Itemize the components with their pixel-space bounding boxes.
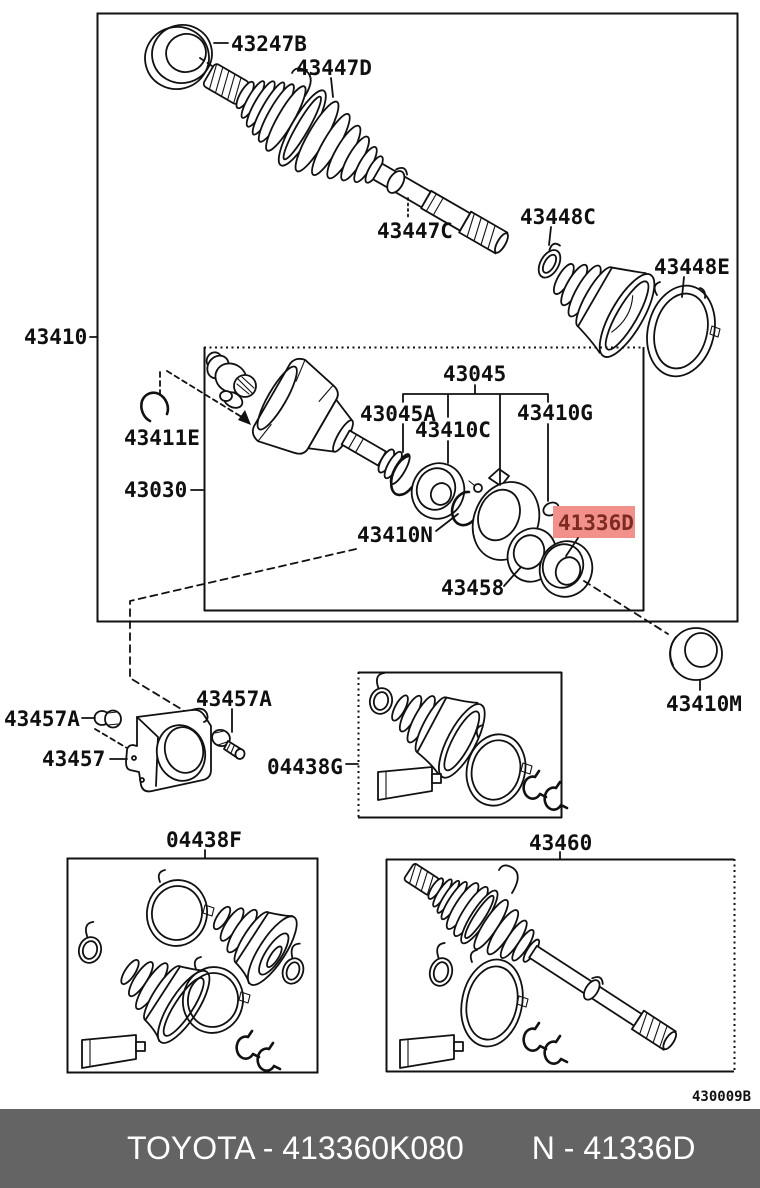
boot-clamp-ring-43448E (646, 281, 721, 378)
boot-kit-box-04438G (357, 671, 563, 819)
kit-43460-clamp-ring (460, 949, 529, 1048)
callout-43411E[interactable]: 43411E (124, 426, 200, 450)
footer-bar: TOYOTA - 413360K080 N - 41336D (0, 1109, 760, 1188)
snap-ring-43045A (389, 454, 414, 497)
kit-F-clips (235, 1029, 282, 1072)
kit-G-clamp-ring (465, 724, 533, 807)
callout-43458[interactable]: 43458 (441, 576, 504, 600)
kit-G-grease-tube (377, 766, 442, 801)
callout-43410C[interactable]: 43410C (415, 418, 491, 442)
inboard-joint-housing (251, 357, 411, 485)
dust-cover-43410M (669, 627, 723, 681)
kit-F-clamp-ring-2 (182, 956, 251, 1034)
callout-43410[interactable]: 43410 (24, 325, 87, 349)
dashed-leader-to-43410M (583, 580, 669, 635)
bracket-43045 (402, 384, 549, 502)
footer-reference-number: N - 41336D (531, 1130, 696, 1166)
leader-43448E (681, 276, 685, 298)
callout-43447D[interactable]: 43447D (296, 56, 372, 80)
bearing-bracket-43457 (125, 707, 212, 793)
kit-43460-small-clamp (428, 942, 454, 987)
callout-43045A[interactable]: 43045A (360, 402, 436, 426)
leader-43447D (330, 77, 334, 98)
kit-F-small-clamp-left (77, 921, 103, 964)
footer-part-number: TOYOTA - 413360K080 (127, 1130, 464, 1166)
callout-43457A-center[interactable]: 43457A (196, 687, 272, 711)
callout-43410M[interactable]: 43410M (666, 692, 742, 716)
callout-43457[interactable]: 43457 (42, 747, 105, 771)
highlighted-callout-41336D[interactable]: 41336D (553, 506, 635, 538)
callout-43447C[interactable]: 43447C (377, 219, 453, 243)
kit-F-clamp-ring-1 (146, 869, 215, 947)
callout-43247B[interactable]: 43247B (231, 32, 307, 56)
boot-band-hook (291, 67, 312, 97)
boot-clamp-43448C (537, 242, 562, 279)
leader-43410N (435, 513, 459, 532)
leader-43448C (548, 226, 552, 246)
oil-seal-43247B (144, 24, 225, 90)
main-assembly-box (96, 12, 739, 623)
kit-43460-band-hook (498, 864, 519, 894)
kit-43460-clips (522, 1021, 569, 1065)
dashed-leader-to-bracket (129, 548, 357, 713)
callout-43410G[interactable]: 43410G (517, 401, 593, 425)
callout-41336D[interactable]: 41336D (558, 511, 634, 535)
highlight-box (553, 506, 635, 538)
kit-43460-grease-tube (399, 1034, 464, 1069)
callout-43457A-left[interactable]: 43457A (4, 707, 80, 731)
bolt-43457A-left (93, 709, 133, 752)
kit-F-small-clamp-right (281, 942, 305, 985)
callout-43460[interactable]: 43460 (529, 831, 592, 855)
figure-code: 430009B (692, 1089, 751, 1105)
bearing-43410C (410, 462, 466, 520)
leader-43458 (503, 566, 522, 587)
outboard-boot (552, 263, 656, 358)
callout-04438F[interactable]: 04438F (166, 828, 242, 852)
bolt-43457A-center (211, 728, 246, 760)
tripod-joint (205, 351, 257, 409)
callout-43448E[interactable]: 43448E (654, 255, 730, 279)
kit-G-boot (391, 694, 486, 779)
inboard-joint-box (203, 346, 645, 612)
kit-43460-shaft-assembly (403, 863, 678, 1051)
parts-diagram: 43247B 43447D 43447C 43448C 43448E 43410… (4, 12, 751, 1105)
boot-kit-box-04438F (66, 857, 319, 1074)
kit-G-small-clamp (368, 672, 394, 715)
callout-43410N[interactable]: 43410N (357, 523, 433, 547)
front-drive-shaft (202, 63, 656, 358)
snap-ring-43411E (140, 370, 251, 425)
kit-F-grease-tube (81, 1034, 146, 1069)
dust-cover-41336D (538, 540, 594, 598)
leader-41336D (565, 537, 579, 557)
callout-04438G[interactable]: 04438G (267, 755, 343, 779)
callout-43045[interactable]: 43045 (443, 362, 506, 386)
kit-F-boot-left (120, 959, 211, 1044)
kit-F-boot-right (212, 905, 298, 986)
callout-43030[interactable]: 43030 (124, 478, 187, 502)
kit-G-clips (522, 769, 569, 811)
callout-43448C[interactable]: 43448C (520, 205, 596, 229)
